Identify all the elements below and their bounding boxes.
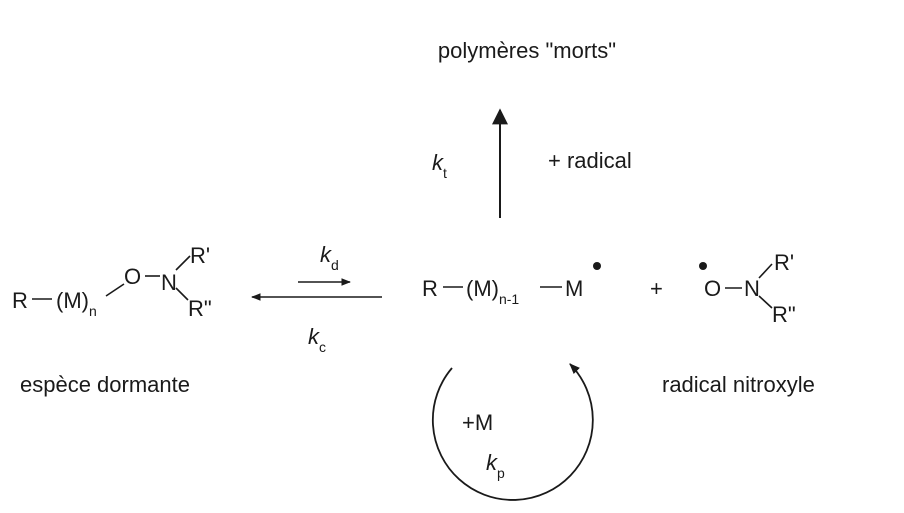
dormant-r2: R"	[188, 296, 212, 321]
nitroxyl-radical-label: radical nitroxyle	[662, 372, 815, 397]
active-r: R	[422, 276, 438, 301]
dormant-r: R	[12, 288, 28, 313]
dormant-monomer: (M)n	[56, 288, 97, 319]
dormant-oxygen: O	[124, 264, 141, 289]
dead-polymers-label: polymères "morts"	[438, 38, 616, 63]
dormant-bond-2	[105, 283, 125, 297]
dormant-species-label: espèce dormante	[20, 372, 190, 397]
dormant-bond-5	[175, 287, 189, 301]
monomer-addition-label: +M	[462, 410, 493, 435]
nitroxyl-nitrogen: N	[744, 276, 760, 301]
active-monomer: (M)n-1	[466, 276, 519, 307]
kt-label: kt	[432, 150, 447, 181]
kc-label: kc	[308, 324, 326, 355]
nitroxyl-r1: R'	[774, 250, 794, 275]
nitroxyl-r2: R"	[772, 302, 796, 327]
radical-reagent-label: + radical	[548, 148, 632, 173]
dormant-bond-4	[175, 255, 191, 271]
nitroxyl-bond-3	[758, 295, 773, 309]
nitroxyl-bond-2	[758, 263, 773, 279]
kp-label: kp	[486, 450, 505, 481]
plus-sign: +	[650, 276, 663, 301]
dormant-nitrogen: N	[161, 270, 177, 295]
radical-dot-nitroxyl	[699, 262, 707, 270]
radical-dot-active	[593, 262, 601, 270]
nitroxyl-oxygen: O	[704, 276, 721, 301]
dormant-r1: R'	[190, 243, 210, 268]
propagation-cycle-arrow	[431, 363, 594, 501]
kd-label: kd	[320, 242, 339, 273]
active-chain-end: M	[565, 276, 583, 301]
